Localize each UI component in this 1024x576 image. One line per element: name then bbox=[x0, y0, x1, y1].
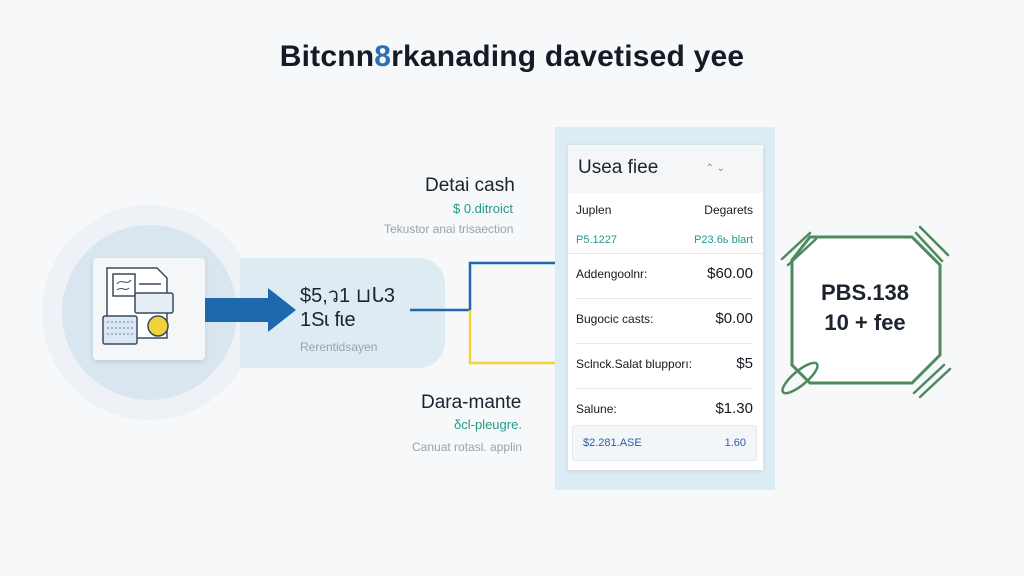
footer-left: $2.281.ASE bbox=[583, 437, 642, 449]
table-row: Addengoolnr: $60.00 bbox=[576, 265, 753, 282]
subheader-right: P23.6ь blart bbox=[694, 234, 753, 246]
title-part: 8 bbox=[374, 40, 392, 73]
arrow-head-icon bbox=[268, 288, 296, 332]
row-value: $60.00 bbox=[707, 265, 753, 282]
row-label: Bugocic casts: bbox=[576, 311, 654, 326]
table-row: Bugocic casts: $0.00 bbox=[576, 310, 753, 327]
table-row: Salune: $1.30 bbox=[576, 400, 753, 417]
col-header: Juplen bbox=[576, 203, 612, 217]
bottom-label-value: δcl-pleugre. bbox=[454, 417, 522, 432]
amount-caption: Rerentidsayen bbox=[300, 340, 378, 354]
table-header: Juplen Degarets bbox=[576, 203, 753, 217]
panel-title: Usea fiee bbox=[578, 157, 659, 178]
amount-line2: 1Sɩ fɩe bbox=[300, 309, 356, 331]
fee-panel: Usea fiee ⌃ ⌄ Juplen Degarets P5.1227 P23.… bbox=[568, 145, 763, 470]
row-label: Addengoolnr: bbox=[576, 266, 648, 281]
panel-footer: $2.281.ASE 1.60 bbox=[572, 425, 757, 461]
document-icon bbox=[93, 258, 205, 360]
page-title: Bitcnn8rkanading davetised yee bbox=[0, 40, 1024, 74]
footer-right: 1.60 bbox=[724, 437, 746, 449]
table-row: Sclnck.Salat blupporı: $5 bbox=[576, 355, 753, 372]
amount-line1: $5,ว1 ⊔ᒐ3 bbox=[300, 285, 396, 307]
title-part: Bitcnn bbox=[279, 40, 375, 73]
row-value: $5 bbox=[736, 355, 753, 372]
row-value: $0.00 bbox=[715, 310, 753, 327]
top-label-value: $ 0.ditroict bbox=[453, 201, 513, 216]
fee-line1: PBS.138 bbox=[820, 280, 910, 305]
table-subheader: P5.1227 P23.6ь blart bbox=[576, 234, 753, 246]
top-label-title: Detai cash bbox=[425, 175, 515, 196]
row-value: $1.30 bbox=[715, 400, 753, 417]
arrow-icon bbox=[205, 298, 270, 322]
bottom-label-caption: Canuat rotasl. applin bbox=[412, 440, 523, 454]
divider bbox=[576, 388, 753, 389]
connector-lines bbox=[410, 258, 572, 365]
row-label: Sclnck.Salat blupporı: bbox=[576, 356, 693, 371]
top-label-caption: Tekustor anai trisaection bbox=[384, 222, 514, 236]
sort-chevron-icon[interactable]: ⌃ ⌄ bbox=[705, 163, 725, 174]
title-part: rkanading davetised yee bbox=[391, 40, 745, 73]
fee-frame-icon bbox=[780, 225, 952, 399]
divider bbox=[568, 253, 763, 254]
subheader-left: P5.1227 bbox=[576, 234, 617, 246]
fee-line2: 10 + fee bbox=[824, 310, 906, 335]
panel-header: Usea fiee bbox=[568, 145, 763, 193]
divider bbox=[576, 343, 753, 344]
fee-box: PBS.138 10 + fee bbox=[790, 278, 940, 338]
divider bbox=[576, 298, 753, 299]
bottom-label-title: Dara-mante bbox=[421, 392, 522, 413]
row-label: Salune: bbox=[576, 401, 617, 416]
col-header: Degarets bbox=[704, 203, 753, 217]
